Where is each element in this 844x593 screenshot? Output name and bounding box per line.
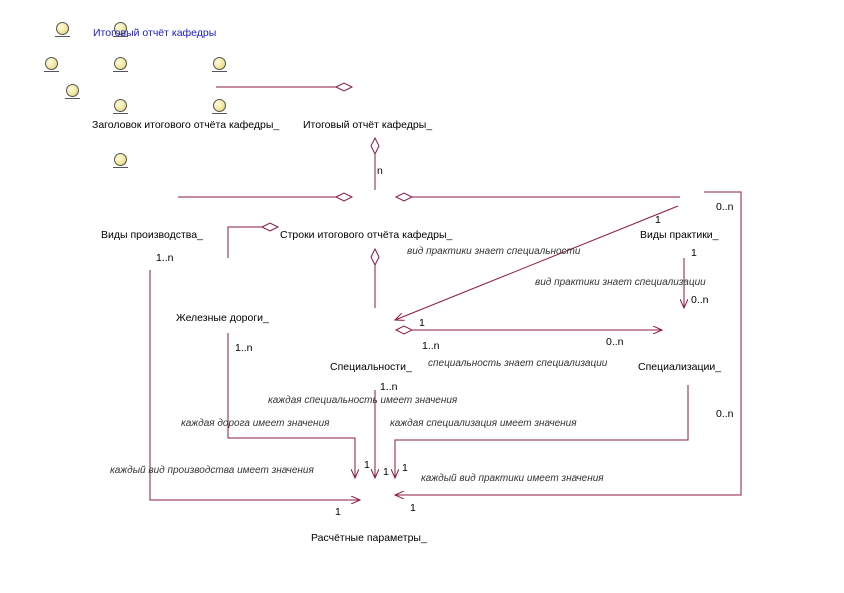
link-practice-params	[395, 191, 742, 495]
mult-params-1c: 1	[402, 462, 408, 474]
object-icon	[212, 57, 227, 72]
diamond-rows-right	[394, 192, 414, 202]
object-icon	[113, 99, 128, 114]
mult-params-1a: 1	[364, 459, 370, 471]
entity-report[interactable]: Итоговый отчёт кафедры_	[303, 119, 433, 131]
diamond-rows-left	[334, 192, 354, 202]
mult-params-1b: 1	[383, 466, 389, 478]
link-practice-spec	[395, 205, 679, 320]
object-icon	[113, 57, 128, 72]
mult-specialization-top: 0..n	[691, 294, 709, 306]
entity-specializations[interactable]: Специализации_	[638, 361, 722, 373]
link-prod-params	[149, 270, 360, 500]
mult-roads-1n: 1..n	[235, 342, 253, 354]
entity-specialties[interactable]: Специальности_	[330, 361, 412, 373]
mult-practice-top: 0..n	[716, 201, 734, 213]
relation-practice-specialty: вид практики знает специальности	[407, 246, 581, 257]
mult-spec-1n: 1..n	[422, 340, 440, 352]
entity-practice-types[interactable]: Виды практики_	[640, 229, 719, 241]
relation-road-values: каждая дорога имеет значения	[181, 418, 330, 429]
relation-prod-values: каждый вид производства имеет значения	[110, 465, 314, 476]
relation-specialty-values: каждая специальность имеет значения	[268, 395, 458, 406]
mult-practice-1b: 1	[691, 247, 697, 259]
diamond-rows-bottom	[370, 247, 380, 267]
entity-prod-types[interactable]: Виды производства_	[101, 229, 203, 241]
mult-params-1e: 1	[410, 502, 416, 514]
diamond-spec	[394, 325, 414, 335]
object-icon	[65, 84, 80, 99]
mult-specialization-left: 0..n	[606, 336, 624, 348]
diagram-title: Итоговый отчёт кафедры	[93, 27, 217, 39]
mult-params-1d: 1	[335, 506, 341, 518]
object-icon	[113, 22, 128, 37]
object-icon	[55, 22, 70, 37]
diamond-report	[334, 82, 354, 92]
object-icon	[113, 153, 128, 168]
entity-report-rows[interactable]: Строки итогового отчёта кафедры_	[280, 229, 453, 241]
mult-report-rows-n: n	[377, 165, 383, 177]
relation-practice-specialization: вид практики знает специализации	[535, 277, 706, 288]
entity-header[interactable]: Заголовок итогового отчёта кафедры_	[92, 119, 280, 131]
mult-practice-1: 1	[655, 214, 661, 226]
relation-specialty-specialization: специальность знает специализации	[428, 358, 608, 369]
object-icon	[44, 57, 59, 72]
relation-practice-values: каждый вид практики имеет значения	[421, 473, 604, 484]
mult-prod-1n: 1..n	[156, 252, 174, 264]
link-specialization-params	[395, 385, 689, 478]
mult-spec-bottom: 1..n	[380, 381, 398, 393]
entity-params[interactable]: Расчётные параметры_	[311, 532, 427, 544]
link-rail-rows	[227, 226, 276, 258]
object-icon	[212, 99, 227, 114]
mult-spec-1: 1	[419, 317, 425, 329]
mult-specialization-bottom: 0..n	[716, 408, 734, 420]
diamond-rows-rail	[260, 222, 280, 232]
entity-railways[interactable]: Железные дороги_	[176, 312, 269, 324]
link-rail-params	[227, 333, 355, 478]
diamond-report-bottom	[370, 136, 380, 156]
relation-specialization-values: каждая специализация имеет значения	[390, 418, 577, 429]
